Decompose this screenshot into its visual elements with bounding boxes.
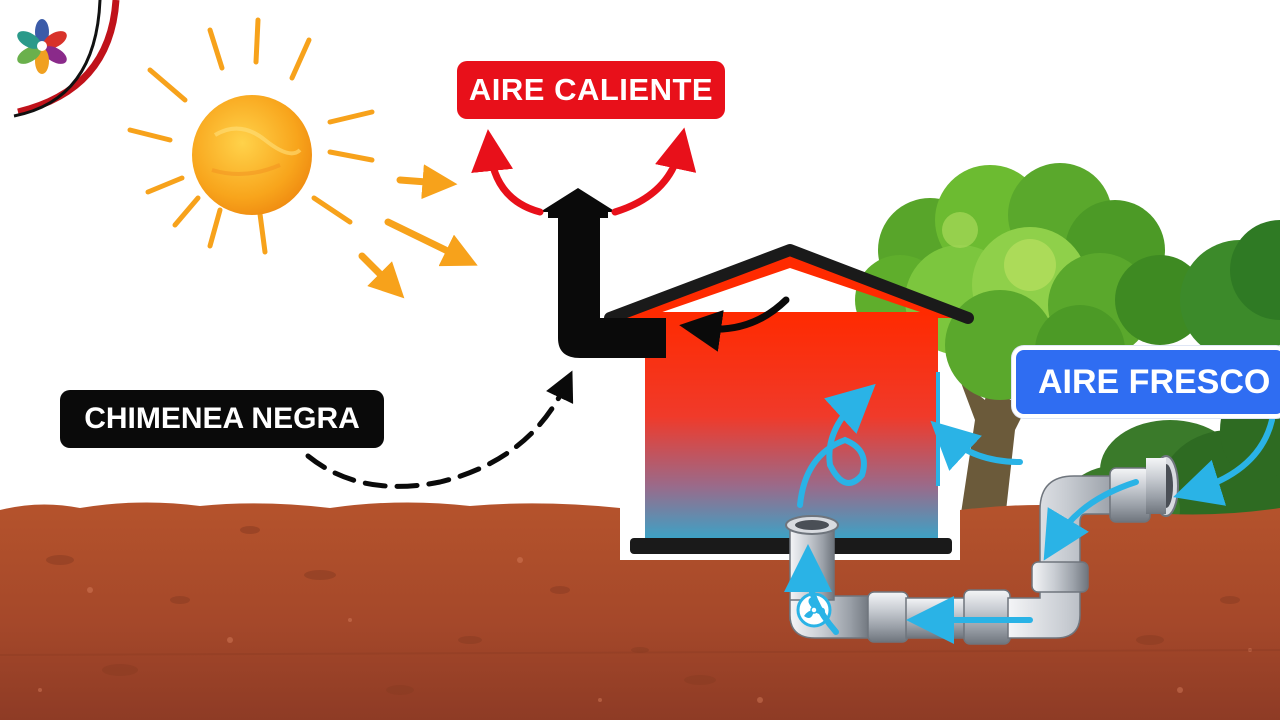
hot-air-label: AIRE CALIENTE <box>457 61 725 119</box>
fresh-air-arrows <box>784 383 1275 644</box>
chimney-label: CHIMENEA NEGRA <box>60 390 384 448</box>
logo-flower-icon <box>13 0 120 118</box>
chimney-pointer-arrow <box>305 370 574 489</box>
interior-air-arrow <box>679 296 790 352</box>
fresh-air-label: AIRE FRESCO <box>1012 346 1280 418</box>
house-icon <box>604 244 974 554</box>
chimney-icon <box>540 188 666 358</box>
soil-layer <box>0 502 1280 720</box>
hot-air-arrows <box>471 127 697 216</box>
sun-icon <box>127 17 478 299</box>
